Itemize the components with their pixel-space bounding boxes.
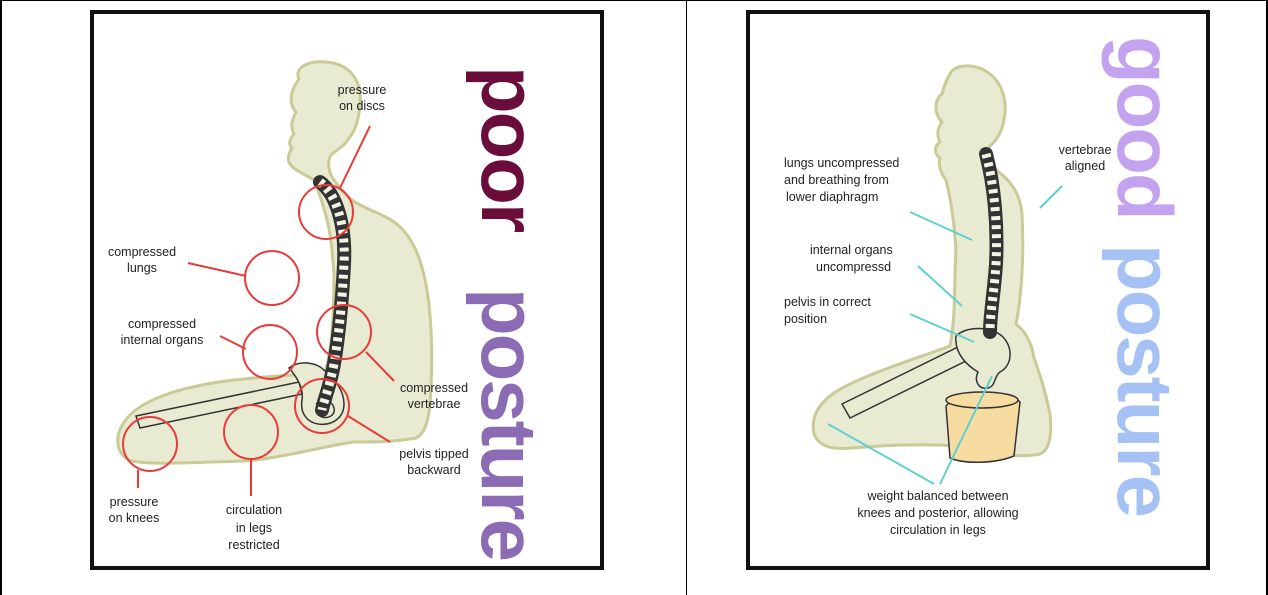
good-label-weight-line1: weight balanced between [866, 489, 1008, 503]
poor-label-knees-line1: pressure [110, 495, 159, 509]
poor-label-organs-line2: internal organs [121, 333, 204, 347]
good-label-lungs-line1: lungs uncompressed [784, 156, 899, 170]
good-leader-vertebrae [1040, 186, 1062, 208]
poor-label-circulation-line3: restricted [228, 538, 279, 552]
good-stool-top [946, 392, 1018, 408]
poor-posture-illustration: pressure on discs compressed lungs compr… [94, 14, 600, 566]
poor-label-lungs-line1: compressed [108, 245, 176, 259]
poor-leader-lungs [188, 263, 246, 276]
good-label-lungs-line3: lower diaphragm [786, 190, 878, 204]
good-posture-panel: lungs uncompressed and breathing from lo… [746, 10, 1210, 570]
poor-circle-organs [243, 325, 297, 379]
poor-body-silhouette [118, 62, 432, 464]
poor-label-lungs-line2: lungs [127, 261, 157, 275]
good-label-weight-line3: circulation in legs [890, 523, 986, 537]
good-label-pelvis-line1: pelvis in correct [784, 295, 871, 309]
good-posture-illustration: lungs uncompressed and breathing from lo… [750, 14, 1206, 566]
good-label-organs-line1: internal organs [810, 243, 893, 257]
good-label-vertebrae-line2: aligned [1065, 159, 1105, 173]
poor-label-discs-line1: pressure [338, 83, 387, 97]
poor-title-word-poor: poor [465, 66, 553, 233]
poor-label-circulation-line1: circulation [226, 503, 282, 517]
poor-label-pelvis-line2: backward [407, 463, 461, 477]
poor-posture-panel: pressure on discs compressed lungs compr… [90, 10, 604, 570]
poor-label-vertebrae-line1: compressed [400, 381, 468, 395]
poor-label-discs-line2: on discs [339, 99, 385, 113]
poor-label-vertebrae-line2: vertebrae [408, 397, 461, 411]
table-cell-divider [686, 0, 687, 595]
poor-circle-lungs [245, 251, 299, 305]
poor-posture-title: poor posture [465, 66, 553, 560]
good-title-word-posture: posture [1101, 244, 1189, 516]
poor-label-organs-line1: compressed [128, 317, 196, 331]
good-title-word-good: good [1101, 36, 1189, 219]
good-label-weight-line2: knees and posterior, allowing [857, 506, 1018, 520]
good-label-organs-line2: uncompressd [816, 260, 891, 274]
poor-label-circulation-line2: in legs [236, 521, 272, 535]
poor-label-knees-line2: on knees [109, 511, 160, 525]
good-posture-title: good posture [1101, 36, 1189, 516]
good-label-lungs-line2: and breathing from [784, 173, 889, 187]
poor-label-pelvis-line1: pelvis tipped [399, 447, 469, 461]
good-label-pelvis-line2: position [784, 312, 827, 326]
poor-title-word-posture: posture [465, 288, 553, 560]
poor-leader-organs [220, 336, 246, 349]
